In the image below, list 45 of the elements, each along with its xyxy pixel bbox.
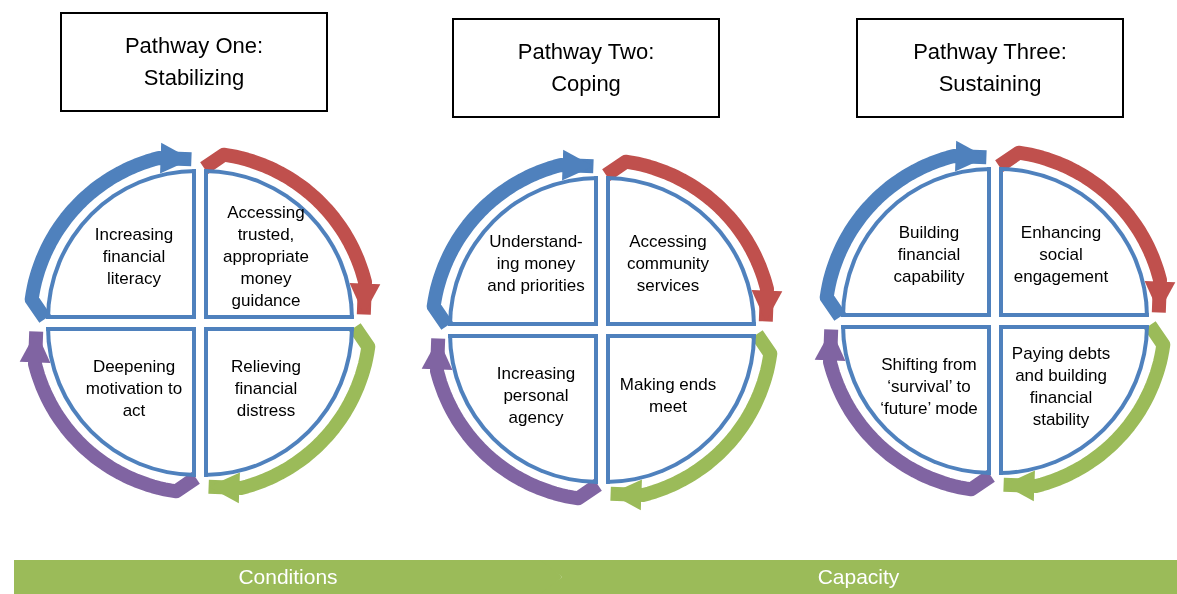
stage-label: Enhancing social engagement bbox=[1012, 221, 1110, 289]
quadrant-box bbox=[204, 169, 354, 319]
quadrant-box bbox=[448, 334, 598, 484]
pathway-title: Pathway Three: Sustaining bbox=[912, 38, 1068, 98]
stage-label: Accessing community services bbox=[625, 230, 711, 298]
quadrant-box bbox=[606, 334, 756, 484]
title-box bbox=[452, 18, 720, 118]
curved-arrow bbox=[602, 154, 783, 322]
stage-label: Accessing trusted, appropriate money guidance bbox=[222, 201, 310, 313]
title-box bbox=[856, 18, 1124, 118]
stage-label: Building financial capability bbox=[892, 221, 966, 289]
curved-arrow bbox=[1003, 321, 1171, 502]
stage-label: Understand-ing money and priorities bbox=[486, 230, 586, 298]
quadrant-box bbox=[448, 176, 598, 326]
stage-label: Increasing financial literacy bbox=[93, 223, 175, 291]
quadrant-box bbox=[46, 327, 196, 477]
node-label: Capacity bbox=[817, 565, 900, 588]
curved-arrow bbox=[995, 145, 1176, 313]
stage-label: Shifting from ‘survival’ to ‘future’ mode bbox=[879, 353, 979, 421]
pathway-title: Pathway One: Stabilizing bbox=[123, 32, 265, 92]
stage-label: Making ends meet bbox=[618, 373, 718, 418]
curved-arrow bbox=[819, 140, 987, 321]
quadrant-box bbox=[999, 325, 1149, 475]
curved-arrow bbox=[19, 331, 200, 499]
curved-arrow bbox=[208, 323, 376, 504]
curved-arrow bbox=[814, 329, 995, 497]
stage-label: Deepening motivation to act bbox=[84, 355, 184, 423]
quadrant-box bbox=[841, 167, 991, 317]
quadrant-box bbox=[46, 169, 196, 319]
quadrant-box bbox=[999, 167, 1149, 317]
chevron-band: Conditions bbox=[14, 560, 562, 594]
curved-arrow bbox=[610, 330, 778, 511]
quadrant-box bbox=[841, 325, 991, 475]
stage-label: Paying debts and building financial stability bbox=[1010, 342, 1112, 432]
stage-label: Relieving financial distress bbox=[230, 355, 302, 423]
curved-arrow bbox=[426, 149, 594, 330]
curved-arrow bbox=[421, 338, 602, 506]
title-box bbox=[60, 12, 328, 112]
node-label: Conditions bbox=[238, 565, 338, 588]
quadrant-box bbox=[204, 327, 354, 477]
curved-arrow bbox=[24, 142, 192, 323]
curved-arrow bbox=[200, 147, 381, 315]
pathway-title: Pathway Two: Coping bbox=[516, 38, 656, 98]
quadrant-box bbox=[606, 176, 756, 326]
stage-label: Increasing personal agency bbox=[495, 362, 577, 430]
